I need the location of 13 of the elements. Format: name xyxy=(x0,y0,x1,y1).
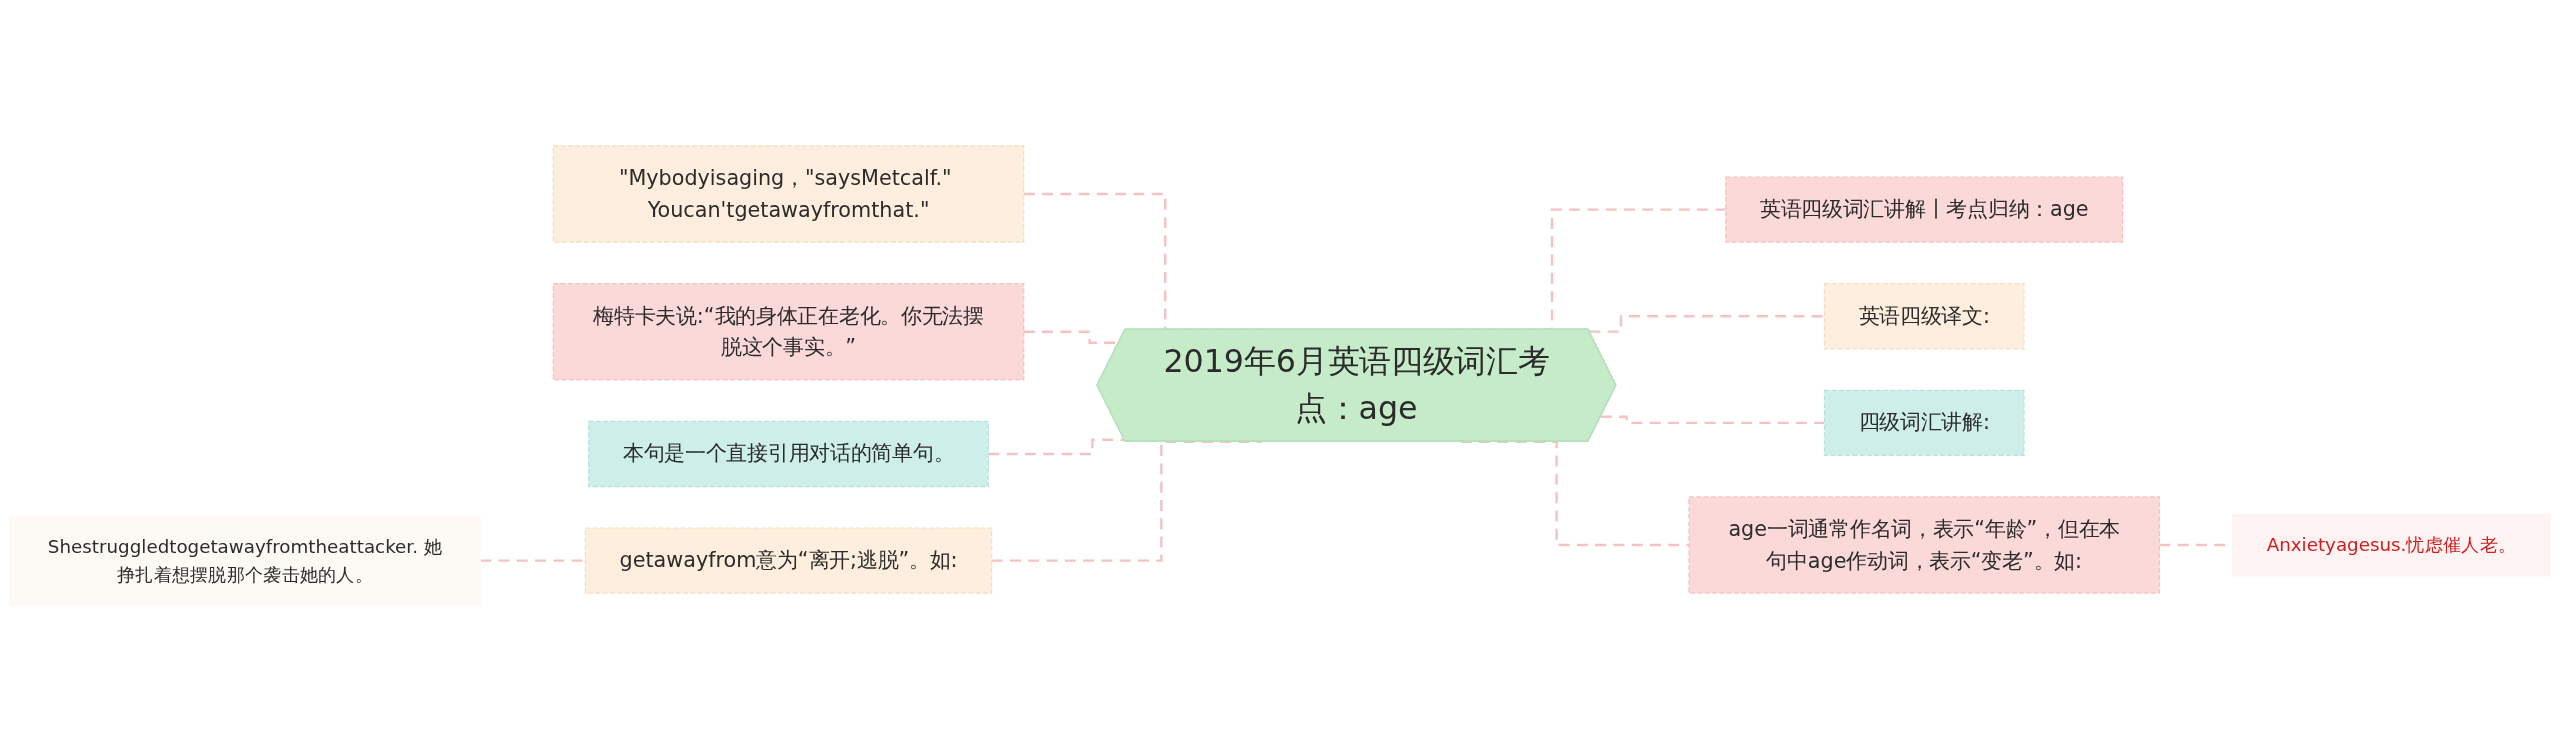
node-box: 英语四级词汇讲解丨考点归纳：age xyxy=(1725,176,2124,243)
node-box: 四级词汇讲解: xyxy=(1823,389,2025,457)
node-box: 梅特卡夫说:“我的身体正在老化。你无法摆脱这个事实。” xyxy=(552,283,1025,381)
connector xyxy=(1589,315,1825,333)
node-box: 英语四级译文: xyxy=(1823,283,2025,350)
node-box: getawayfrom意为“离开;逃脱”。如: xyxy=(584,527,993,594)
node-box: age一词通常作名词，表示“年龄”，但在本句中age作动词，表示“变老”。如: xyxy=(1688,496,2161,594)
connector xyxy=(988,438,1125,456)
node-box: 本句是一个直接引用对话的简单句。 xyxy=(588,420,990,488)
node-box: "Mybodyisaging，"saysMetcalf." Youcan'tgetawayfromthat." xyxy=(552,145,1025,243)
connector xyxy=(480,559,586,562)
node-box: Shestruggledtogetawayfromtheattacker. 她挣扎着想摆脱那个袭击她的人。 xyxy=(9,515,481,606)
connector xyxy=(1600,415,1825,425)
